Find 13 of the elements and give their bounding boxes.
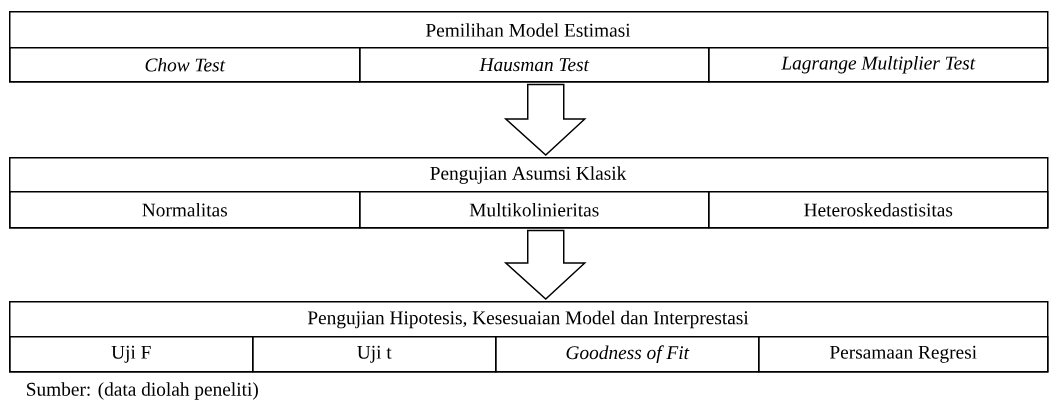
table-cell: Uji t xyxy=(252,336,497,373)
table-cell: Goodness of Fit xyxy=(495,336,760,373)
block-arrow xyxy=(503,229,587,300)
table-cell: Lagrange Multiplier Test xyxy=(708,47,1049,83)
table-cell: Chow Test xyxy=(9,47,361,83)
table-cell: Heteroskedastisitas xyxy=(708,191,1049,229)
table-cell: Hausman Test xyxy=(359,47,710,83)
block-arrow xyxy=(503,83,587,156)
table-cell: Uji F xyxy=(9,336,254,373)
table-cell: Persamaan Regresi xyxy=(758,336,1049,373)
table-cell: Normalitas xyxy=(9,191,361,229)
caption: Sumber: (data diolah peneliti) xyxy=(27,382,258,400)
table-cell: Multikolinieritas xyxy=(359,191,710,229)
